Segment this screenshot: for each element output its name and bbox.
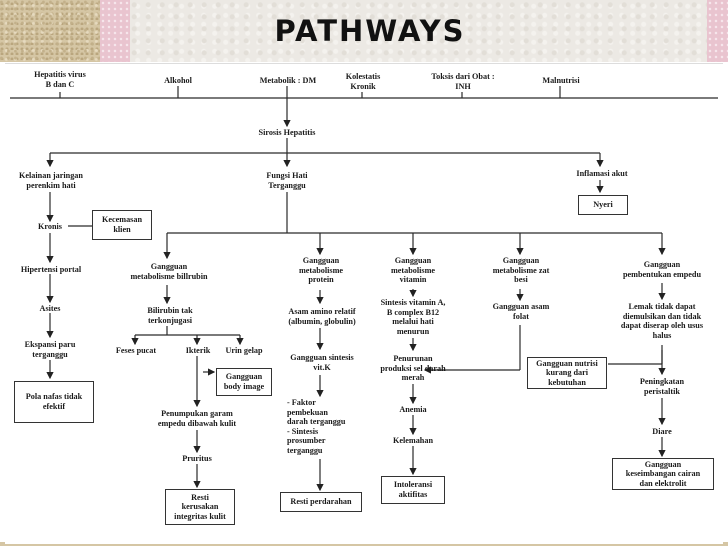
node-gg-zat-besi: Gangguan metabolisme zat besi	[492, 256, 550, 285]
node-hipertensi: Hipertensi portal	[20, 265, 82, 274]
node-kronis: Kronis	[38, 222, 62, 231]
node-toksis: Toksis dari Obat : INH	[431, 72, 495, 91]
node-fungsi: Fungsi Hati Terganggu	[266, 171, 308, 190]
node-penurunan: Penurunan produksi sel darah merah	[380, 354, 446, 383]
node-bilirubin-tak: Bilirubin tak terkonjugasi	[147, 306, 193, 325]
node-diare: Diare	[652, 427, 672, 436]
cork-texture-left	[0, 0, 100, 62]
cork-texture-bottom	[0, 542, 728, 546]
node-kolestatis: Kolestatis Kronik	[345, 72, 381, 91]
node-anemia: Anemia	[399, 405, 427, 414]
node-penumpukan: Penumpukan garam empedu dibawah kulit	[157, 409, 237, 428]
node-ekspansi: Ekspansi paru terganggu	[24, 340, 76, 359]
node-nyeri: Nyeri	[578, 195, 628, 215]
node-ikterik: Ikterik	[185, 346, 211, 355]
node-kelainan: Kelainan jaringan perenkim hati	[19, 171, 83, 190]
node-gg-sintesis-k: Gangguan sintesis vit.K	[290, 353, 354, 372]
node-sintesis-vit: Sintesis vitamin A, B complex B12 melalu…	[380, 298, 446, 336]
diagram-area	[5, 63, 723, 544]
node-intoleransi: Intoleransi aktifitas	[381, 476, 445, 504]
node-peristaltik: Peningkatan peristaltik	[639, 377, 685, 396]
node-urin: Urin gelap	[225, 346, 263, 355]
node-kecemasan: Kecemasan klien	[92, 210, 152, 240]
node-hepatitis: Hepatitis virus B dan C	[34, 70, 86, 89]
pink-stripe-right	[707, 0, 728, 62]
node-gg-asam-folat: Gangguan asam folat	[492, 302, 550, 321]
node-asam-amino: Asam amino relatif (albumin, globulin)	[288, 307, 356, 326]
node-body-image: Gangguan body image	[216, 368, 272, 396]
node-pruritus: Pruritus	[182, 454, 212, 463]
node-metabolik: Metabolik : DM	[259, 76, 317, 85]
paper-texture-top	[130, 0, 728, 62]
node-gg-protein: Gangguan metabolisme protein	[298, 256, 344, 285]
node-asites: Asites	[39, 304, 61, 313]
page-title: PATHWAYS	[274, 14, 466, 48]
node-alkohol: Alkohol	[164, 76, 192, 85]
pink-stripe-texture	[100, 0, 130, 62]
node-resti-kulit: Resti kerusakan integritas kulit	[165, 489, 235, 525]
node-gg-empedu: Gangguan pembentukan empedu	[622, 260, 702, 279]
node-faktor: - Faktor pembekuan darah terganggu - Sin…	[287, 398, 346, 455]
node-lemak: Lemak tidak dapat diemulsikan dan tidak …	[620, 302, 704, 340]
node-gg-cairan: Gangguan keseimbangan cairan dan elektro…	[612, 458, 714, 490]
node-gg-nutrisi: Gangguan nutrisi kurang dari kebutuhan	[527, 357, 607, 389]
node-inflamasi: Inflamasi akut	[576, 169, 628, 178]
node-resti-perdarahan: Resti perdarahan	[280, 492, 362, 512]
node-gg-vitamin: Gangguan metabolisme vitamin	[390, 256, 436, 285]
node-feses: Feses pucat	[115, 346, 157, 355]
node-sirosis: Sirosis Hepatitis	[258, 128, 316, 137]
node-kelemahan: Kelemahan	[392, 436, 434, 445]
node-malnutrisi: Malnutrisi	[542, 76, 580, 85]
node-pola: Pola nafas tidak efektif	[14, 381, 94, 423]
node-gg-bilirubin: Gangguan metabolisme billrubin	[130, 262, 208, 281]
